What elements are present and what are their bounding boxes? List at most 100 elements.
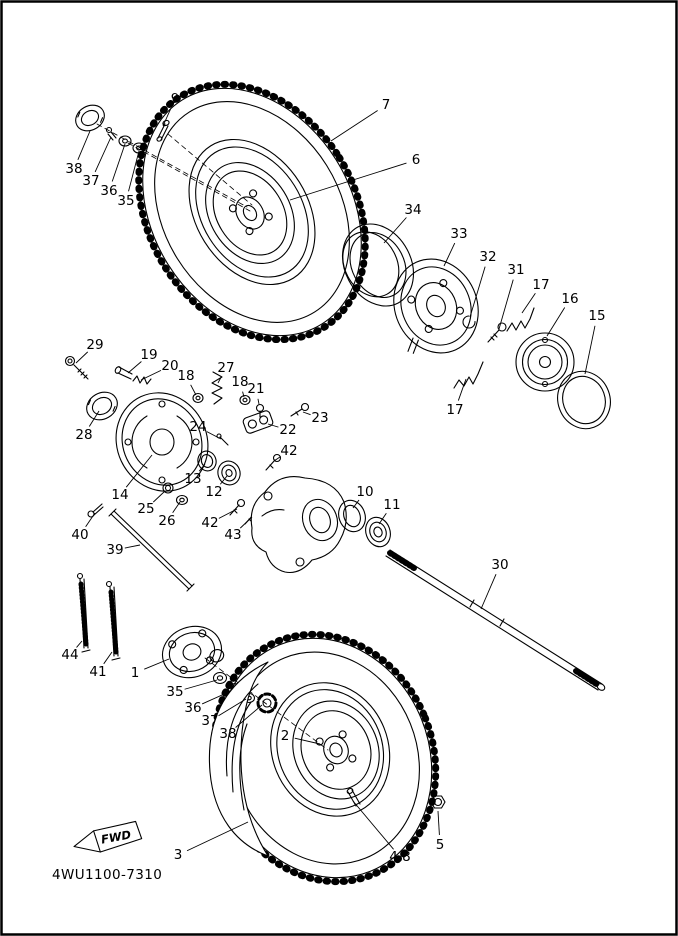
callout-leader-line <box>218 508 238 519</box>
callout-label: 29 <box>86 337 103 353</box>
callout-leader-line <box>289 162 407 201</box>
adjuster-21 <box>255 403 265 418</box>
callout-leader-line <box>190 384 197 396</box>
callout-leader-line <box>128 150 140 192</box>
callout-label: 35 <box>117 193 134 209</box>
callout-label: 2 <box>281 728 290 744</box>
bolt-23 <box>290 402 310 417</box>
callout-label: 21 <box>247 381 264 397</box>
callout-label: 7 <box>382 97 391 113</box>
fwd-label: FWD <box>100 827 133 846</box>
callout-label: 42 <box>201 515 218 531</box>
callout-label: 4,8 <box>389 849 410 865</box>
callout-label: 44 <box>61 647 78 663</box>
callout-label: 9 <box>171 91 180 107</box>
callout-leader-line <box>437 810 440 836</box>
callout-label: 43 <box>224 527 241 543</box>
callout-leader-line <box>219 475 228 485</box>
callout-leader-line <box>469 266 486 318</box>
callout-label: 40 <box>71 527 88 543</box>
callout-leader-line <box>267 423 279 428</box>
callout-label: 19 <box>140 347 157 363</box>
callout-label: 18 <box>177 368 194 384</box>
callout-label: 34 <box>404 202 421 218</box>
callout-leader-line <box>201 690 232 705</box>
callout-label: 42 <box>280 443 297 459</box>
washer-18-a <box>192 392 204 404</box>
mud-deflector-3 <box>208 661 269 857</box>
washer-26 <box>175 494 189 506</box>
callout-leader-line <box>125 454 153 488</box>
washer-35-lower <box>212 671 228 685</box>
callout-leader-line <box>144 658 170 670</box>
callout-leader-line <box>94 136 112 173</box>
callout-label: 37 <box>82 173 99 189</box>
callout-leader-line <box>186 821 249 852</box>
callout-leader-line <box>330 110 378 142</box>
callout-label: 18 <box>231 374 248 390</box>
callout-leader-line <box>480 574 497 610</box>
callout-label: 12 <box>205 484 222 500</box>
callout-leader-line <box>352 499 360 509</box>
callout-leader-line <box>242 391 245 398</box>
brake-shoe-assembly-16 <box>515 332 575 392</box>
bearing-11 <box>365 516 391 548</box>
callout-label: 20 <box>161 358 178 374</box>
callout-label: 16 <box>561 291 578 307</box>
callout-label: 24 <box>189 419 206 435</box>
brake-rod-41 <box>105 580 121 661</box>
callout-leader-line <box>140 369 162 381</box>
bearing-12 <box>217 460 241 486</box>
callout-leader-line <box>383 217 407 244</box>
callout-leader-line <box>198 463 206 472</box>
bolt-42-a <box>265 453 282 471</box>
callout-label: 14 <box>111 487 128 503</box>
circlip-32 <box>462 315 476 329</box>
callout-label: 1 <box>131 665 140 681</box>
rod-39 <box>108 508 195 592</box>
callout-leader-line <box>352 800 394 850</box>
hub-cap-38 <box>75 104 105 132</box>
callout-leader-line <box>127 361 142 374</box>
callout-leader-line <box>584 325 596 375</box>
callout-label: 39 <box>106 542 123 558</box>
callout-leader-line <box>235 704 263 728</box>
callout-label: 10 <box>356 484 373 500</box>
washer-18-b <box>239 394 251 406</box>
top-rim <box>205 161 295 265</box>
callout-leader-line <box>111 143 126 182</box>
callout-leader-line <box>162 107 172 127</box>
retainer-ring-15 <box>557 370 611 430</box>
callout-leader-line <box>206 431 222 440</box>
callout-label: 17 <box>446 402 463 418</box>
brake-rod-44 <box>76 572 91 653</box>
dust-cap-28 <box>86 391 118 421</box>
callout-label: 13 <box>184 471 201 487</box>
callout-leader-line <box>273 456 281 462</box>
callout-label: 38 <box>65 161 82 177</box>
spring-27 <box>211 371 223 405</box>
oil-seal-10 <box>338 499 366 533</box>
bearing-housing <box>250 476 347 574</box>
callout-leader-line <box>302 411 311 416</box>
callout-label: 22 <box>279 422 296 438</box>
axle-shaft-30 <box>385 549 606 691</box>
callout-leader-line <box>172 501 181 514</box>
callout-leader-line <box>75 351 89 364</box>
callout-label: 6 <box>412 152 421 168</box>
cotter-pin-37 <box>105 126 117 141</box>
callout-label: 38 <box>219 726 236 742</box>
wheel-cylinder-22 <box>242 410 274 434</box>
callout-label: 3 <box>174 847 183 863</box>
bolt-42-b <box>229 498 246 516</box>
diagram-texts: 4WU1100-7310 FWD <box>52 827 162 883</box>
callout-leader-line <box>521 293 536 314</box>
callout-label: 23 <box>311 410 328 426</box>
diagram-art <box>64 80 611 886</box>
callout-leader-line <box>184 679 218 690</box>
top-tire <box>135 80 369 344</box>
callout-leader-line <box>546 307 566 337</box>
